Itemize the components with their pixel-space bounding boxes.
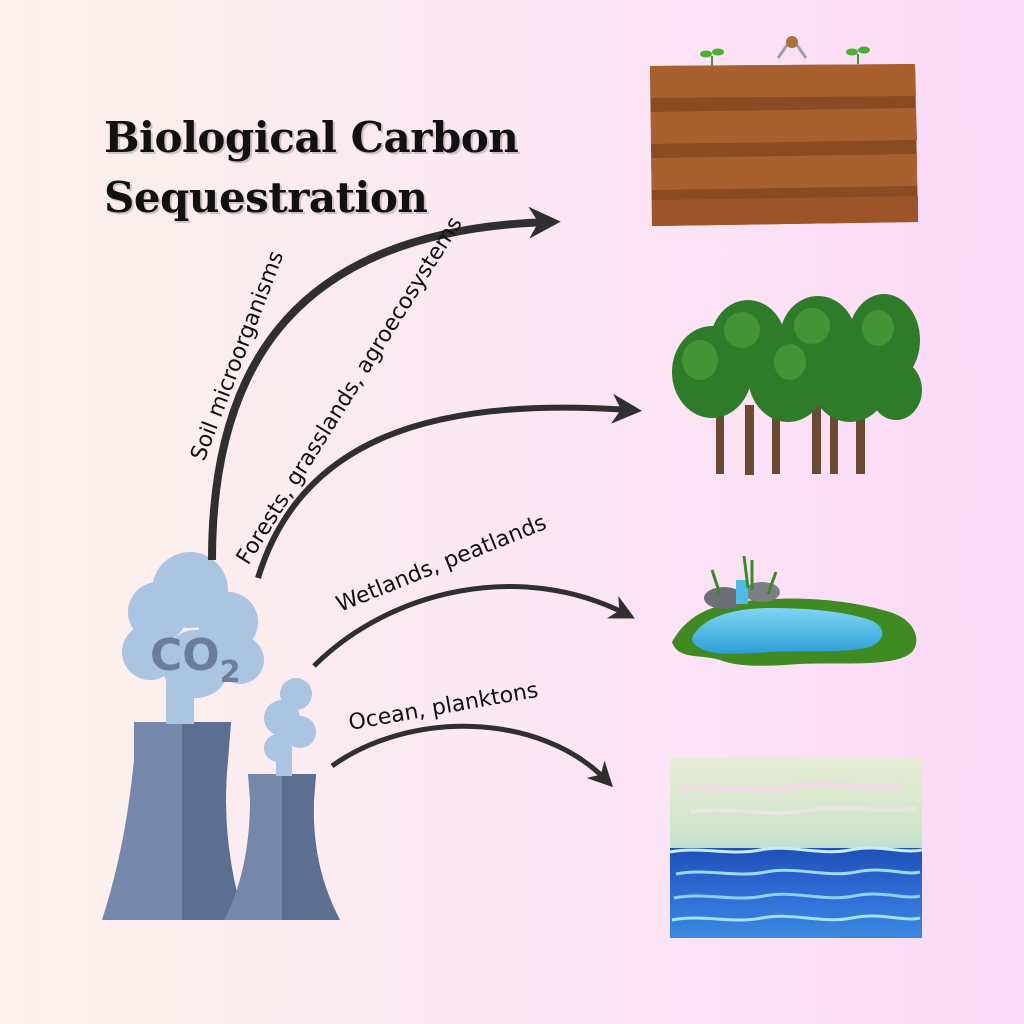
- arrow-ocean: [330, 723, 613, 788]
- sprout-icon: [700, 48, 724, 66]
- page-title: Biological Carbon Sequestration: [104, 108, 519, 228]
- small-smoke-icon: [264, 678, 316, 776]
- soil-block-icon: [650, 35, 918, 226]
- co2-subscript: 2: [220, 655, 241, 690]
- sprout-icon: [846, 46, 870, 64]
- title-line-1: Biological Carbon: [104, 113, 519, 162]
- arrow-forest: [255, 393, 642, 579]
- trees-icon: [672, 294, 922, 475]
- pond-icon: [672, 555, 917, 666]
- pathway-label-soil: Soil microorganisms: [186, 248, 289, 464]
- ocean-icon: [669, 758, 923, 938]
- smoke-cloud-icon: [122, 552, 264, 724]
- arrow-soil: [208, 206, 561, 561]
- cooling-tower-large: [102, 722, 244, 920]
- cooling-tower-small: [224, 774, 340, 920]
- arrow-wetland: [312, 584, 635, 668]
- pathway-label-wetland: Wetlands, peatlands: [333, 510, 550, 617]
- co2-label: CO2: [150, 630, 241, 690]
- title-line-2: Sequestration: [104, 173, 428, 222]
